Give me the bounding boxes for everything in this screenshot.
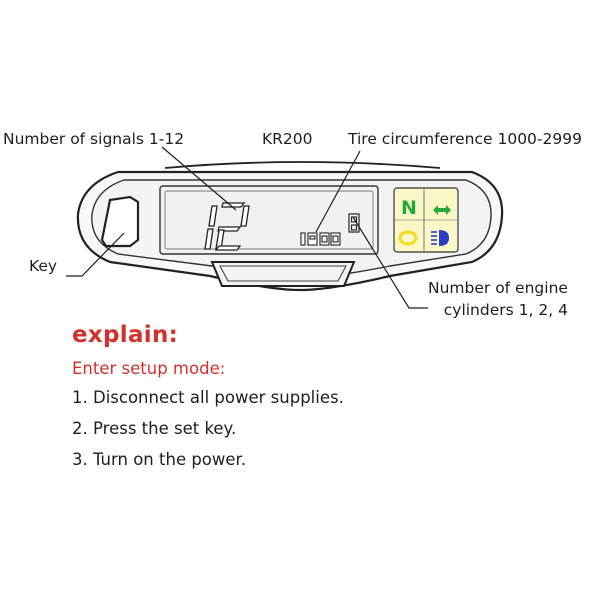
label-engine-cylinders-line2: cylinders 1, 2, 4	[443, 301, 568, 319]
setup-step: 1. Disconnect all power supplies.	[72, 388, 344, 407]
setup-step: 2. Press the set key.	[72, 419, 237, 438]
big-digits-12	[204, 202, 250, 251]
explain-title: explain:	[72, 322, 179, 348]
gauge-top-ridge	[164, 161, 441, 169]
high-beam-icon	[431, 230, 449, 246]
callout-signals	[161, 146, 237, 211]
callout-cylinders	[352, 216, 428, 309]
oil-lamp-icon	[398, 230, 418, 246]
setup-step: 3. Turn on the power.	[72, 450, 247, 469]
label-model-name: KR200	[262, 130, 313, 148]
label-tire-circumference: Tire circumference 1000-2999	[348, 130, 582, 148]
callout-lines	[66, 146, 428, 309]
label-key: Key	[29, 257, 58, 275]
label-engine-cylinders: Number of engine cylinders 1, 2, 4	[428, 277, 568, 321]
callout-key	[66, 232, 125, 277]
neutral-indicator-icon: N	[401, 197, 417, 219]
small-digits-1900	[300, 232, 341, 246]
setup-steps-list: 1. Disconnect all power supplies. 2. Pre…	[72, 388, 344, 481]
turn-signal-arrows-icon	[433, 205, 451, 215]
callout-tire	[315, 150, 361, 233]
label-engine-cylinders-line1: Number of engine	[428, 279, 568, 297]
single-digit-8	[348, 213, 360, 233]
setup-mode-heading: Enter setup mode:	[72, 359, 226, 378]
label-number-of-signals: Number of signals 1-12	[3, 130, 185, 148]
set-key-shape	[100, 195, 140, 248]
lcd-window	[159, 185, 379, 255]
bottom-button-strip	[210, 261, 356, 287]
